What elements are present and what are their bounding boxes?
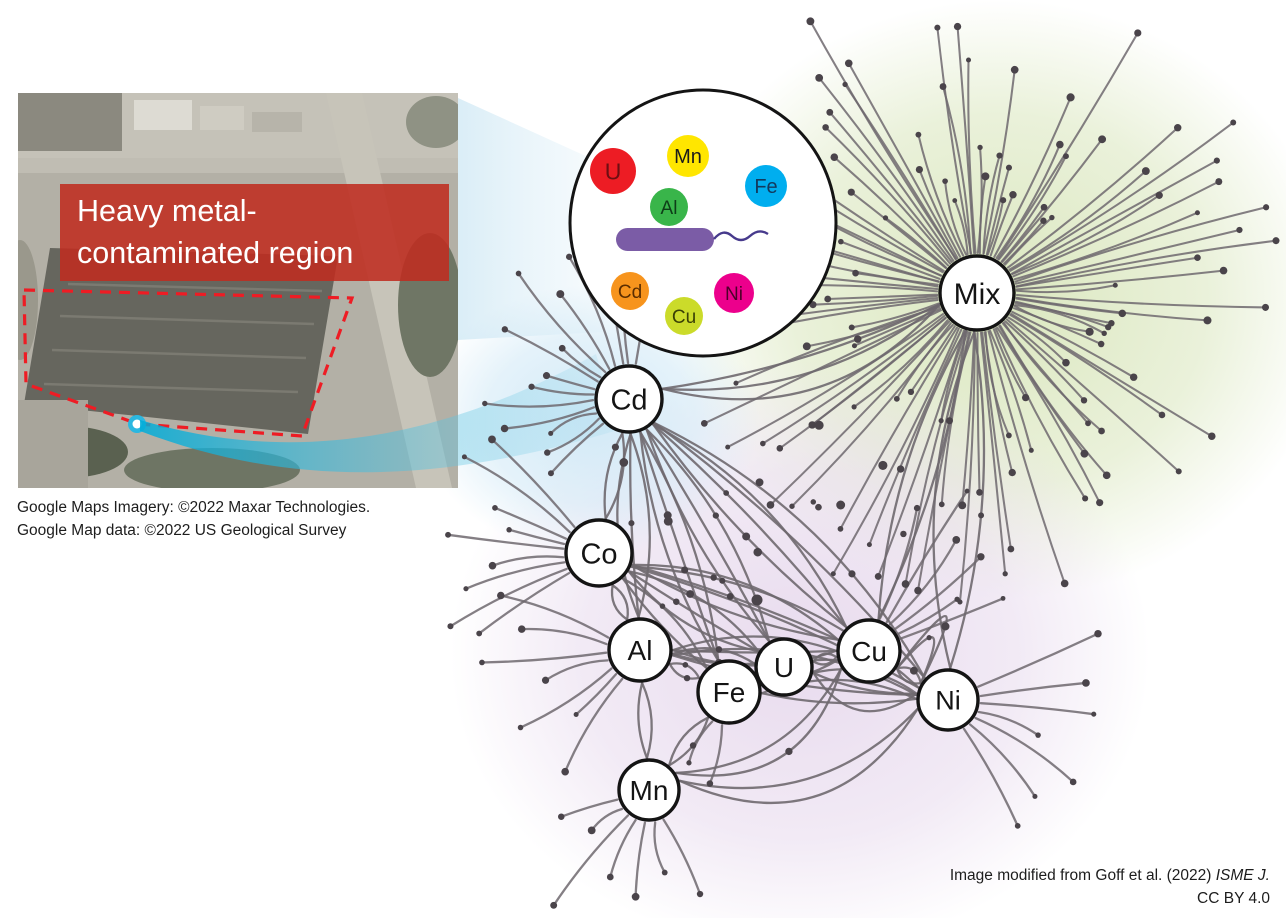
- inset-metal-label-fe: Fe: [754, 176, 777, 198]
- network-node-label-mn: Mn: [630, 775, 669, 806]
- map-region-label: Heavy metal- contaminated region: [60, 184, 449, 281]
- map-attribution: Google Maps Imagery: ©2022 Maxar Technol…: [17, 496, 370, 543]
- inset-metal-u: U: [590, 148, 636, 194]
- bacterium-cell: [616, 228, 714, 251]
- network-node-label-cd: Cd: [610, 384, 647, 416]
- network-spokes: [446, 20, 1278, 907]
- inset-metal-label-cu: Cu: [672, 307, 696, 328]
- network-node-label-mix: Mix: [954, 278, 1001, 311]
- community-inset-circle: [568, 88, 838, 358]
- inset-metal-cd: Cd: [611, 272, 649, 310]
- network-node-label-al: Al: [628, 635, 653, 666]
- network-node-cu: Cu: [836, 618, 902, 684]
- network-node-label-cu: Cu: [851, 636, 887, 667]
- network-node-label-co: Co: [580, 538, 617, 570]
- network-node-fe: Fe: [696, 659, 762, 725]
- inset-metal-label-cd: Cd: [618, 282, 642, 303]
- network-node-mn: Mn: [617, 758, 681, 822]
- bacterium-flagellum: [713, 230, 769, 242]
- inset-metal-ni: Ni: [714, 273, 754, 313]
- inset-metal-label-mn: Mn: [674, 146, 702, 168]
- figure-credit: Image modified from Goff et al. (2022) I…: [950, 865, 1270, 910]
- network-node-al: Al: [607, 617, 673, 683]
- figure-credit-line1: Image modified from Goff et al. (2022) I…: [949, 867, 1270, 885]
- figure-credit-line2: CC BY 4.0: [1197, 889, 1270, 907]
- network-node-ni: Ni: [916, 668, 980, 732]
- map-contamination-outline: [22, 288, 355, 438]
- network-node-label-u: U: [774, 652, 794, 683]
- network-node-cd: Cd: [594, 364, 664, 434]
- network-node-label-fe: Fe: [713, 677, 746, 708]
- inset-metal-fe: Fe: [745, 165, 787, 207]
- inset-metal-label-al: Al: [661, 198, 678, 219]
- map-region-label-line2: contaminated region: [77, 235, 354, 270]
- inset-metal-mn: Mn: [667, 135, 709, 177]
- inset-metal-al: Al: [650, 188, 688, 226]
- inset-metal-cu: Cu: [665, 297, 703, 335]
- map-attribution-line1: Google Maps Imagery: ©2022 Maxar Technol…: [17, 499, 371, 516]
- inset-metal-label-ni: Ni: [725, 284, 743, 305]
- network-node-co: Co: [564, 518, 634, 588]
- map-attribution-line2: Google Map data: ©2022 US Geological Sur…: [17, 522, 347, 540]
- inset-metal-label-u: U: [605, 158, 622, 184]
- background-glows: [420, 0, 1286, 918]
- map-region-label-line1: Heavy metal-: [77, 194, 257, 229]
- network-node-label-ni: Ni: [935, 686, 961, 716]
- network-node-mix: Mix: [938, 254, 1016, 332]
- network-node-u: U: [754, 637, 814, 697]
